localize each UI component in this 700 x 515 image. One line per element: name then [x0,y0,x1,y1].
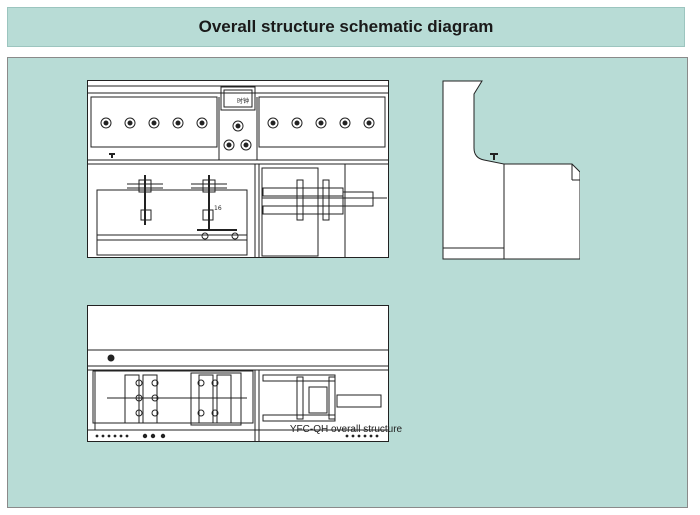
front-view-drawing: 时钟 16 [87,80,389,258]
diagram-title: Overall structure schematic diagram [198,17,494,36]
side-lower-cabinet [503,163,580,260]
clock-label: 时钟 [237,97,249,105]
top-clamp-blocks [107,372,247,426]
right-gauge-panel [258,96,386,148]
gauge-row-right [267,117,375,129]
title-bar: Overall structure schematic diagram [7,7,685,47]
side-upper-profile [442,80,505,260]
top-view-drawing [87,305,389,442]
left-gauge-panel [90,96,218,148]
gauge-row-left [100,117,208,129]
dimension-label: 16 [214,205,222,212]
top-bottom-vents [95,433,379,439]
top-cylinder-assembly [262,374,382,422]
cylinder-assembly-right [262,179,387,221]
front-frame [87,80,389,258]
clock-display-box [220,86,256,111]
side-view-drawing [442,80,580,260]
gauge-row-center [223,120,252,151]
clamp-assembly-left [127,175,239,240]
figure-caption: YFC-QH overall structure [289,424,403,435]
